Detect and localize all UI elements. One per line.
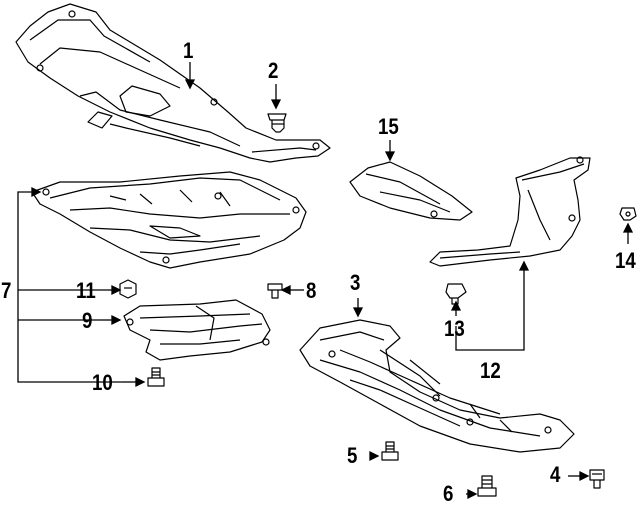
- part-11-nut: [119, 279, 137, 299]
- part-3-front-lower-cover: [299, 319, 575, 453]
- callout-11: 11: [76, 278, 96, 303]
- callout-5: 5: [347, 443, 358, 468]
- part-6-bolt: [477, 475, 497, 497]
- callout-2: 2: [268, 58, 279, 83]
- part-15-bracket: [349, 161, 473, 221]
- part-13-clip: [445, 283, 467, 305]
- callout-3: 3: [350, 270, 361, 295]
- callout-7: 7: [1, 278, 12, 303]
- callout-14: 14: [615, 248, 636, 273]
- part-12-side-panel: [429, 156, 591, 267]
- callout-13: 13: [444, 316, 465, 341]
- part-1-radiator-support-cover: [15, 3, 331, 163]
- part-14-clip: [619, 207, 637, 221]
- leader-lines: [17, 62, 634, 500]
- callout-6: 6: [443, 481, 454, 505]
- callout-4: 4: [550, 462, 561, 487]
- part-5-bolt: [381, 441, 399, 461]
- part-2-clip: [267, 113, 287, 133]
- callout-12: 12: [480, 358, 501, 383]
- callout-15: 15: [378, 114, 399, 139]
- callout-8: 8: [306, 278, 317, 303]
- part-10-bolt: [147, 367, 165, 387]
- part-9-splash-shield: [123, 299, 271, 361]
- callout-1: 1: [183, 38, 194, 63]
- part-7-engine-under-cover: [31, 171, 307, 269]
- callout-10: 10: [92, 370, 113, 395]
- part-8-clip: [267, 283, 283, 299]
- part-4-clip: [589, 469, 605, 489]
- callout-9: 9: [82, 308, 93, 333]
